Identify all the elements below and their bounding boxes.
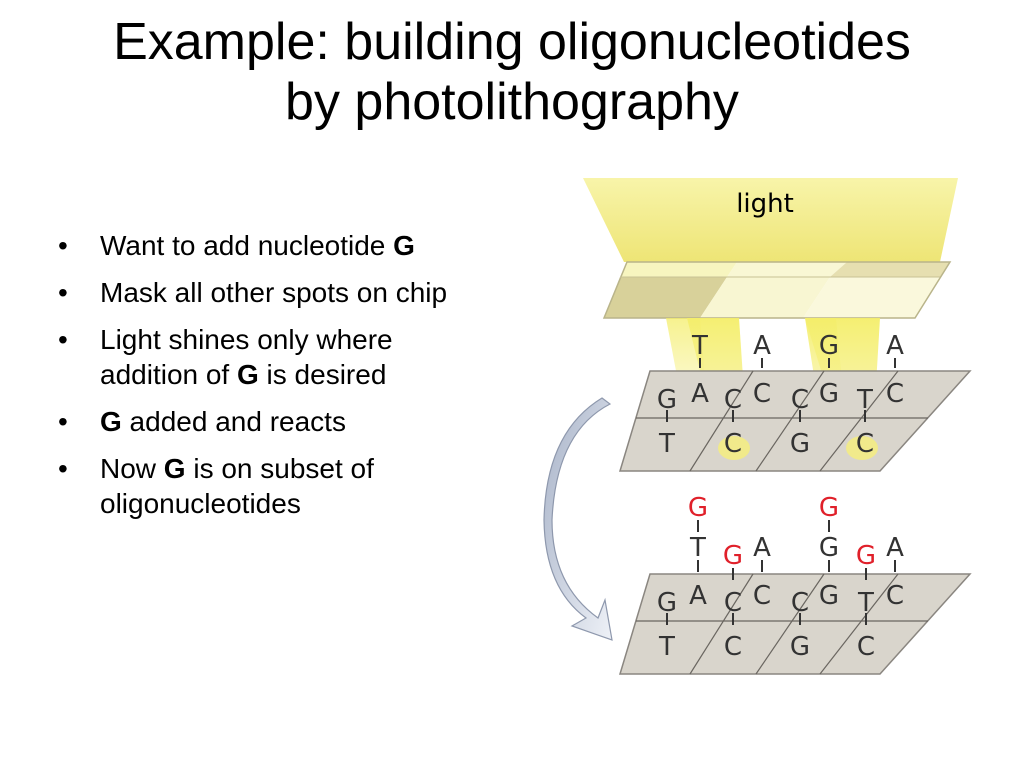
nt-label: C <box>886 379 904 409</box>
bullet-bold-text: G <box>393 230 415 261</box>
bullet-item: Mask all other spots on chip <box>58 275 488 310</box>
strands-before: T A G A G A C C C G T C T C G C <box>657 331 904 459</box>
nt-label: G <box>819 533 839 563</box>
slide-title: Example: building oligonucleotides by ph… <box>0 12 1024 132</box>
nt-label: G <box>657 385 677 415</box>
bullet-item: Now G is on subset of oligonucleotides <box>58 451 488 521</box>
added-nt-label: G <box>819 493 839 523</box>
nt-label: C <box>724 429 742 459</box>
bullet-text: Mask all other spots on chip <box>100 277 448 308</box>
light-spot <box>846 436 878 460</box>
nt-label: G <box>819 581 839 611</box>
nt-label: A <box>886 533 904 563</box>
added-nt-label: G <box>688 493 708 523</box>
photolithography-diagram: light T A G A G A C C C G T C T C G C <box>543 178 972 675</box>
nt-label: C <box>753 581 771 611</box>
chip-after <box>618 573 972 675</box>
light-spot <box>718 436 750 460</box>
bullet-text: Now <box>100 453 164 484</box>
strands-after: G G G G T A G A G A C C C G T C T C G C <box>657 493 904 662</box>
chip-before <box>618 370 972 472</box>
nt-label: G <box>657 588 677 618</box>
nt-label: C <box>857 632 875 662</box>
nt-label: C <box>724 588 742 618</box>
nt-label: C <box>886 581 904 611</box>
bullet-text: is desired <box>258 359 387 390</box>
nt-label: A <box>886 331 904 361</box>
nt-label: C <box>753 379 771 409</box>
bullet-text: is on subset of oligonucleotides <box>100 453 374 519</box>
bullet-item: Light shines only where addition of G is… <box>58 322 488 392</box>
bullet-list: Want to add nucleotide G Mask all other … <box>58 228 488 533</box>
light-cone <box>583 178 958 262</box>
nt-label: A <box>691 379 709 409</box>
nt-label: G <box>819 331 839 361</box>
nt-label: A <box>753 331 771 361</box>
nt-label: T <box>856 385 873 415</box>
light-label: light <box>736 189 794 219</box>
nt-label: C <box>791 588 809 618</box>
nt-label: C <box>724 632 742 662</box>
nt-label: G <box>790 429 810 459</box>
title-line-1: Example: building oligonucleotides <box>113 13 911 71</box>
nt-label: T <box>689 533 706 563</box>
nt-label: C <box>856 429 874 459</box>
bullet-text: Want to add nucleotide <box>100 230 394 261</box>
nt-label: T <box>857 588 874 618</box>
bullet-item: Want to add nucleotide G <box>58 228 488 263</box>
nt-label: C <box>791 385 809 415</box>
nt-label: A <box>689 581 707 611</box>
nt-label: G <box>790 632 810 662</box>
nt-label: A <box>753 533 771 563</box>
added-nt-label: G <box>856 541 876 571</box>
bullet-bold-text: G <box>163 453 186 484</box>
title-line-2: by photolithography <box>285 73 739 131</box>
photomask <box>602 261 952 319</box>
bullet-bold-text: G <box>237 359 259 390</box>
curved-arrow <box>543 397 613 641</box>
added-nt-label: G <box>723 541 743 571</box>
nt-label: T <box>658 429 675 459</box>
nt-label: T <box>658 632 675 662</box>
nt-label: G <box>819 379 839 409</box>
nt-label: T <box>691 331 708 361</box>
bullet-bold-text: G <box>100 406 122 437</box>
bullet-text: Light shines only where addition of <box>100 324 393 390</box>
bullet-text: added and reacts <box>121 406 346 437</box>
nt-label: C <box>724 385 742 415</box>
bullet-item: G added and reacts <box>58 404 488 439</box>
